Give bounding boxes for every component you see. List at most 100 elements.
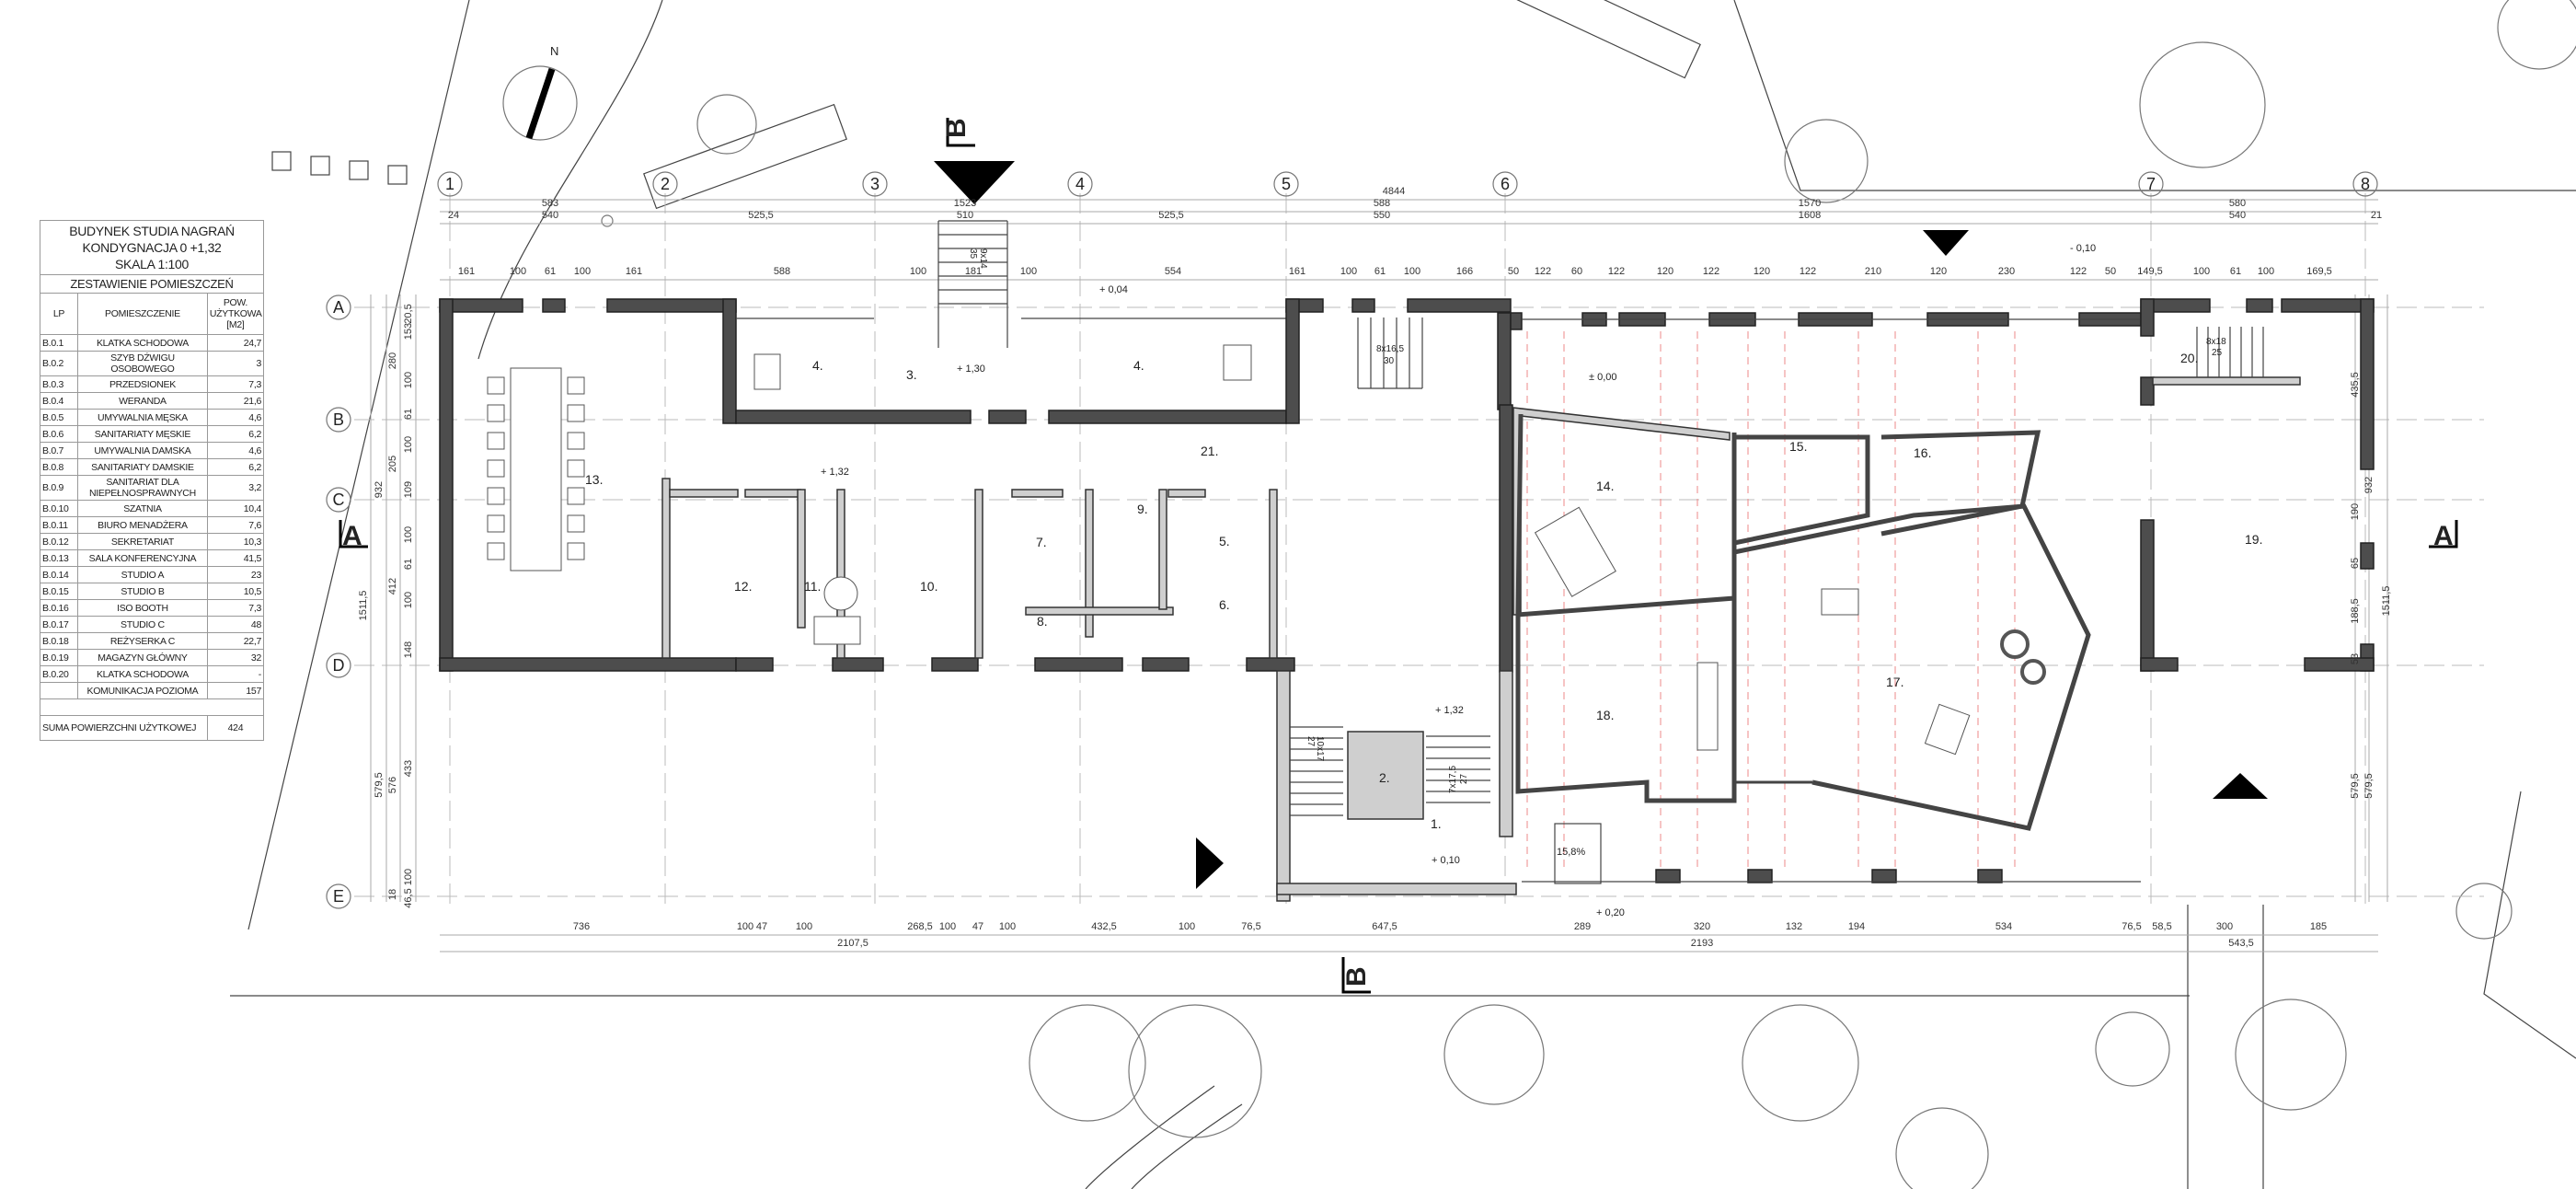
dimension-label: 47 [972, 921, 983, 932]
axis-col-4: 4 [1075, 175, 1085, 193]
dimension-label: 100 [403, 436, 414, 453]
dimension-label: 100 [1179, 921, 1195, 932]
cell-name: SANITARIATY DAMSKIE [77, 458, 208, 476]
trees [601, 0, 2576, 1189]
dimension-label: 1570 [1799, 198, 1821, 209]
dimension-label: 188,5 [2350, 598, 2361, 624]
cell-name: BIURO MENADŻERA [77, 516, 208, 534]
header-room: POMIESZCZENIE [77, 293, 208, 335]
cell-name: KLATKA SCHODOWA [77, 665, 208, 683]
cell-name: WERANDA [77, 392, 208, 410]
room-labels: 1. 2. 3. 4. 4. 5. 6. 7. 8. 9. 10. 11. 12… [585, 351, 2262, 831]
cell-name: SALA KONFERENCYJNA [77, 549, 208, 567]
dimension-label: 61 [545, 266, 556, 277]
dimension-label: 161 [1289, 266, 1305, 277]
dimension-label: 289 [1574, 921, 1591, 932]
dimension-label: 47 [756, 921, 767, 932]
dimension-label: 1523 [954, 198, 976, 209]
total-value: 424 [206, 715, 265, 741]
furniture [487, 344, 2046, 756]
title-line: KONDYGNACJA 0 +1,32 [82, 240, 222, 255]
dimension-label: 76,5 [2122, 921, 2141, 932]
cell-lp: B.0.19 [40, 649, 78, 666]
level-mark: + 0,04 [1099, 284, 1128, 295]
cell-lp: B.0.18 [40, 632, 78, 650]
dimension-label: 100 [1404, 266, 1420, 277]
cell-lp: B.0.15 [40, 583, 78, 600]
section-markers: A A B B [339, 118, 2458, 994]
dimension-label: 932 [374, 481, 385, 498]
room-label: 6. [1219, 597, 1230, 612]
cell-area: 6,2 [206, 425, 265, 443]
stair-note: 27 [1459, 773, 1469, 784]
level-mark: + 1,32 [1435, 705, 1464, 716]
dimension-label: 100 [999, 921, 1016, 932]
section-arrow-icon [934, 161, 1015, 204]
dimension-label: 432,5 [1091, 921, 1117, 932]
header-area: POW. UŻYTKOWA [M2] [206, 293, 265, 335]
cell-lp: B.0.7 [40, 442, 78, 459]
room-label: 10. [920, 579, 937, 594]
dimension-label: 122 [1800, 266, 1816, 277]
stair-note: 10x17 [1315, 736, 1325, 762]
room-label: 14. [1596, 479, 1614, 493]
dimension-label: 540 [542, 210, 558, 221]
section-arrow-icon [2213, 773, 2268, 799]
cell-name: PRZEDSIONEK [77, 375, 208, 393]
cell-area: 10,5 [206, 583, 265, 600]
level-mark: ± 0,00 [1589, 372, 1617, 383]
dimension-label: 24 [448, 210, 459, 221]
dimension-label: 120 [1930, 266, 1947, 277]
cell-name: MAGAZYN GŁÓWNY [77, 649, 208, 666]
cell-lp: B.0.8 [40, 458, 78, 476]
dimension-label: 65 [2350, 558, 2361, 569]
stairs [937, 220, 2264, 884]
dimension-label: 21 [2371, 210, 2382, 221]
dimension-label: 579,5 [2350, 773, 2361, 799]
dimension-label: 100 [403, 592, 414, 608]
dimension-label: 53 [2350, 653, 2361, 664]
dimension-label: 161 [626, 266, 642, 277]
cell-lp: B.0.2 [40, 351, 78, 376]
dimension-label: 4844 [1383, 186, 1405, 197]
axis-col-1: 1 [445, 175, 454, 193]
cell-lp: B.0.13 [40, 549, 78, 567]
room-label: 7. [1036, 535, 1047, 549]
section-arrow-icon [1196, 837, 1224, 889]
cell-lp [40, 682, 78, 699]
room-schedule-table: BUDYNEK STUDIA NAGRAŃ KONDYGNACJA 0 +1,3… [40, 220, 265, 741]
table-spacer-row [40, 698, 264, 716]
cell-area: 32 [206, 649, 265, 666]
stair-note: 25 [2212, 348, 2223, 358]
dimension-label: 588 [774, 266, 790, 277]
room-label: 9. [1137, 502, 1148, 516]
axis-row-d: D [333, 656, 345, 675]
title-line: BUDYNEK STUDIA NAGRAŃ [69, 224, 235, 238]
dimension-label: 61 [403, 409, 414, 420]
title-line: SKALA 1:100 [115, 257, 189, 271]
room-label: 15. [1789, 439, 1807, 454]
axis-col-3: 3 [870, 175, 880, 193]
dimension-label: 583 [542, 198, 558, 209]
dimension-label: 554 [1165, 266, 1181, 277]
stair-note: 8x16,5 [1376, 344, 1404, 354]
cell-name: SANITARIATY MĘSKIE [77, 425, 208, 443]
dimension-label: 543,5 [2228, 938, 2254, 949]
schedule-title: BUDYNEK STUDIA NAGRAŃ KONDYGNACJA 0 +1,3… [40, 220, 264, 275]
dimension-label: 550 [1374, 210, 1390, 221]
axis-col-6: 6 [1501, 175, 1510, 193]
cell-name: SEKRETARIAT [77, 533, 208, 550]
cell-lp: B.0.3 [40, 375, 78, 393]
room-label: 8. [1037, 614, 1048, 629]
axis-row-c: C [333, 491, 345, 509]
